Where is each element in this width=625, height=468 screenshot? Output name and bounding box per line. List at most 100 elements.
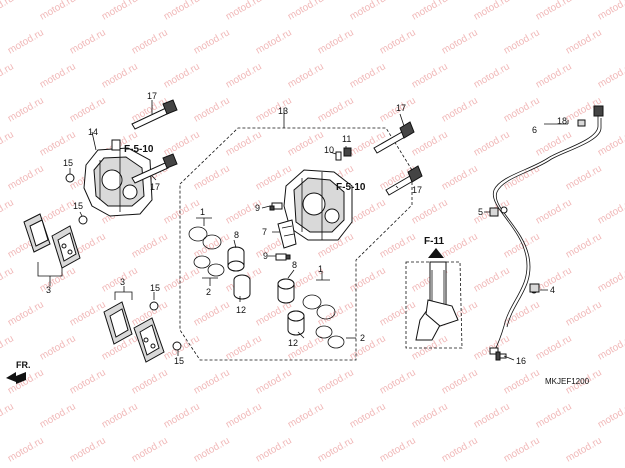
callout-8-a[interactable]: 8: [234, 230, 239, 240]
callout-12-b[interactable]: 12: [288, 338, 298, 348]
callout-2-a[interactable]: 2: [206, 287, 211, 297]
watermark-text: motod.ru: [254, 367, 294, 396]
piston-seal-1-right[interactable]: [302, 294, 336, 320]
callout-3-a[interactable]: 3: [46, 285, 51, 295]
watermark-text: motod.ru: [254, 27, 294, 56]
watermark-text: motod.ru: [410, 197, 450, 226]
watermark-text: motod.ru: [316, 435, 356, 464]
watermark-text: motod.ru: [378, 299, 418, 328]
watermark-text: motod.ru: [0, 401, 16, 430]
watermark-text: motod.ru: [410, 0, 450, 23]
callout-8-b[interactable]: 8: [292, 260, 297, 270]
watermark-text: motod.ru: [286, 61, 326, 90]
pin-10[interactable]: [335, 151, 342, 161]
bleeder-screw-9-upper[interactable]: [269, 202, 283, 211]
caliper-bolt-upper-left[interactable]: [131, 99, 178, 130]
watermark-text: motod.ru: [130, 367, 170, 396]
dust-seal-2-left[interactable]: [193, 255, 225, 277]
callout-12-a[interactable]: 12: [236, 305, 246, 315]
watermark-text: motod.ru: [472, 265, 512, 294]
watermark-text: motod.ru: [130, 435, 170, 464]
callout-15-d[interactable]: 15: [174, 356, 184, 366]
clamp-5[interactable]: [489, 207, 499, 217]
callout-15-a[interactable]: 15: [63, 158, 73, 168]
callout-labels: 14 15 15 17 17 3 3 15 15 13 17 11 10 17 …: [46, 91, 567, 366]
brake-pad-set-upper[interactable]: [23, 213, 81, 269]
piston-12-left[interactable]: [233, 274, 251, 300]
cap-15-bottom[interactable]: [172, 341, 182, 351]
abs-sensor-cable[interactable]: [489, 105, 604, 355]
watermark-text: motod.ru: [162, 197, 202, 226]
cap-15-mid[interactable]: [149, 301, 159, 311]
pad-spring-7[interactable]: [277, 219, 297, 249]
watermark-text: motod.ru: [6, 299, 46, 328]
cap-11[interactable]: [343, 147, 352, 157]
piston-12-right[interactable]: [287, 310, 305, 336]
callout-1-b[interactable]: 1: [318, 264, 323, 274]
cap-15-lower[interactable]: [78, 215, 88, 225]
callout-10[interactable]: 10: [324, 145, 334, 155]
callout-9-a[interactable]: 9: [255, 203, 260, 213]
left-caliper[interactable]: [83, 139, 153, 217]
callout-16[interactable]: 16: [516, 356, 526, 366]
callout-1-a[interactable]: 1: [200, 207, 205, 217]
watermark-text: motod.ru: [0, 197, 16, 226]
cap-15-upper[interactable]: [65, 173, 75, 183]
callout-7[interactable]: 7: [262, 227, 267, 237]
watermark-text: motod.ru: [348, 265, 388, 294]
callout-9-b[interactable]: 9: [263, 251, 268, 261]
caliper-bolt-lower-left[interactable]: [131, 153, 178, 184]
callout-15-b[interactable]: 15: [73, 201, 83, 211]
center-caliper[interactable]: [283, 169, 353, 241]
callout-18[interactable]: 18: [557, 116, 567, 126]
watermark-text: motod.ru: [162, 401, 202, 430]
watermark-text: motod.ru: [68, 435, 108, 464]
callout-15-c[interactable]: 15: [150, 283, 160, 293]
watermark-text: motod.ru: [596, 197, 625, 226]
watermark-text: motod.ru: [192, 27, 232, 56]
watermark-text: motod.ru: [38, 129, 78, 158]
watermark-text: motod.ru: [472, 0, 512, 23]
callout-3-b[interactable]: 3: [120, 277, 125, 287]
bolt-16[interactable]: [495, 351, 507, 361]
ref-f-5-10-center[interactable]: F-5-10: [336, 182, 366, 193]
dust-seal-2-right[interactable]: [315, 325, 345, 349]
seal-kit-boundary: [179, 127, 413, 361]
callout-4[interactable]: 4: [550, 285, 555, 295]
watermark-text: motod.ru: [378, 27, 418, 56]
watermark-text: motod.ru: [596, 61, 625, 90]
callout-17-b[interactable]: 17: [150, 182, 160, 192]
callout-17-a[interactable]: 17: [147, 91, 157, 101]
watermark-text: motod.ru: [6, 163, 46, 192]
caliper-bolt-upper-right[interactable]: [373, 121, 415, 154]
watermark-text: motod.ru: [224, 129, 264, 158]
callout-17-c[interactable]: 17: [396, 103, 406, 113]
bleeder-screw-9-lower[interactable]: [275, 253, 291, 261]
callout-6[interactable]: 6: [532, 125, 537, 135]
clip-4[interactable]: [529, 283, 540, 293]
watermark-text: motod.ru: [348, 197, 388, 226]
callout-14[interactable]: 14: [88, 127, 98, 137]
brake-pad-set-lower[interactable]: [103, 301, 165, 363]
watermark-text: motod.ru: [162, 61, 202, 90]
watermark-text: motod.ru: [410, 129, 450, 158]
watermark-text: motod.ru: [286, 401, 326, 430]
callout-5[interactable]: 5: [478, 207, 483, 217]
piston-8-left[interactable]: [227, 246, 245, 272]
ref-f-11[interactable]: F-11: [424, 236, 444, 247]
caliper-bolt-lower-right[interactable]: [385, 165, 423, 196]
grommet-18[interactable]: [577, 119, 586, 127]
callout-13[interactable]: 13: [278, 106, 288, 116]
ref-f-5-10-left[interactable]: F-5-10: [124, 144, 154, 155]
front-fork-lower[interactable]: [415, 261, 459, 341]
watermark-text: motod.ru: [316, 367, 356, 396]
piston-seal-1-left[interactable]: [188, 226, 222, 250]
callout-17-d[interactable]: 17: [412, 185, 422, 195]
watermark-text: motod.ru: [534, 61, 574, 90]
callout-2-b[interactable]: 2: [360, 333, 365, 343]
callout-11[interactable]: 11: [342, 134, 351, 144]
watermark-text: motod.ru: [410, 61, 450, 90]
watermark-text: motod.ru: [472, 61, 512, 90]
piston-8-right[interactable]: [277, 278, 295, 304]
